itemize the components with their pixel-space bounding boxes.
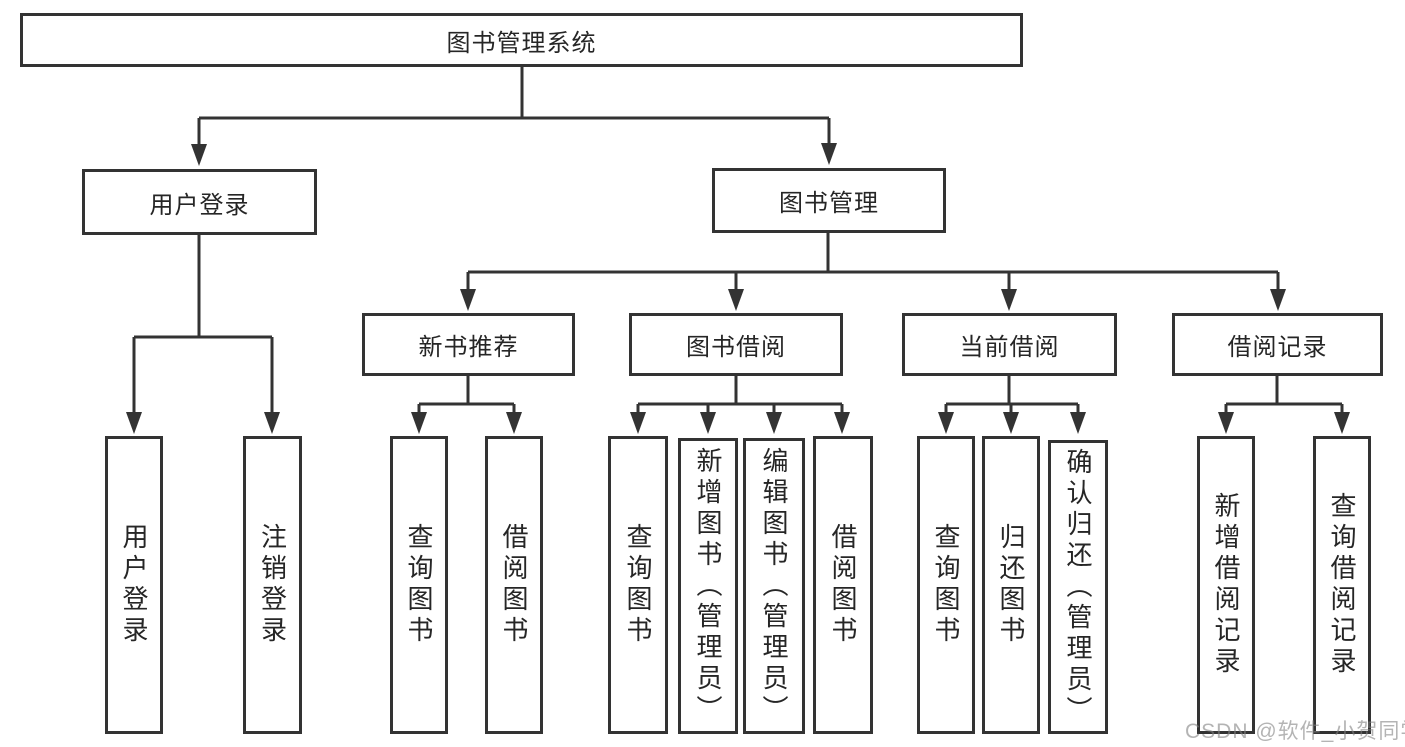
leaf-newbook-borrow-books: 借阅图书 xyxy=(485,436,543,734)
leaf-label: 注销登录 xyxy=(257,523,288,647)
leaf-return-books: 归还图书 xyxy=(982,436,1040,734)
leaf-label: 查询借阅记录 xyxy=(1327,492,1357,678)
leaf-confirm-return-admin: 确认归还（管理员） xyxy=(1048,440,1108,734)
connector-paths xyxy=(132,67,1344,416)
leaf-label: 编辑图书（管理员） xyxy=(759,446,789,726)
leaf-newbook-query-books: 查询图书 xyxy=(390,436,448,734)
leaf-label: 归还图书 xyxy=(996,523,1026,647)
leaf-borrow-borrow-books: 借阅图书 xyxy=(813,436,873,734)
arrowhead-icons xyxy=(126,143,1350,434)
leaf-label: 查询图书 xyxy=(623,523,653,647)
leaf-logout: 注销登录 xyxy=(243,436,302,734)
leaf-add-borrow-record: 新增借阅记录 xyxy=(1197,436,1255,734)
leaf-user-login: 用户登录 xyxy=(105,436,163,734)
node-user-login: 用户登录 xyxy=(82,169,317,235)
leaf-label: 查询图书 xyxy=(931,523,961,647)
node-new-book-recommend: 新书推荐 xyxy=(362,313,575,376)
leaf-current-query-books: 查询图书 xyxy=(917,436,975,734)
leaf-label: 借阅图书 xyxy=(828,523,858,647)
leaf-label: 用户登录 xyxy=(119,523,149,647)
leaf-add-books-admin: 新增图书（管理员） xyxy=(678,438,738,734)
leaf-label: 新增借阅记录 xyxy=(1211,492,1241,678)
node-book-borrow: 图书借阅 xyxy=(629,313,843,376)
leaf-label: 确认归还（管理员） xyxy=(1063,447,1093,727)
leaf-query-borrow-record: 查询借阅记录 xyxy=(1313,436,1371,734)
node-current-borrow: 当前借阅 xyxy=(902,313,1117,376)
leaf-borrow-query-books: 查询图书 xyxy=(608,436,668,734)
csdn-watermark: CSDN @软件_小贺同学 xyxy=(1185,720,1405,743)
node-book-management: 图书管理 xyxy=(712,168,946,233)
node-borrow-records: 借阅记录 xyxy=(1172,313,1383,376)
leaf-label: 查询图书 xyxy=(404,523,434,647)
leaf-edit-books-admin: 编辑图书（管理员） xyxy=(743,438,805,734)
leaf-label: 借阅图书 xyxy=(499,523,529,647)
leaf-label: 新增图书（管理员） xyxy=(693,446,723,726)
node-root: 图书管理系统 xyxy=(20,13,1023,67)
